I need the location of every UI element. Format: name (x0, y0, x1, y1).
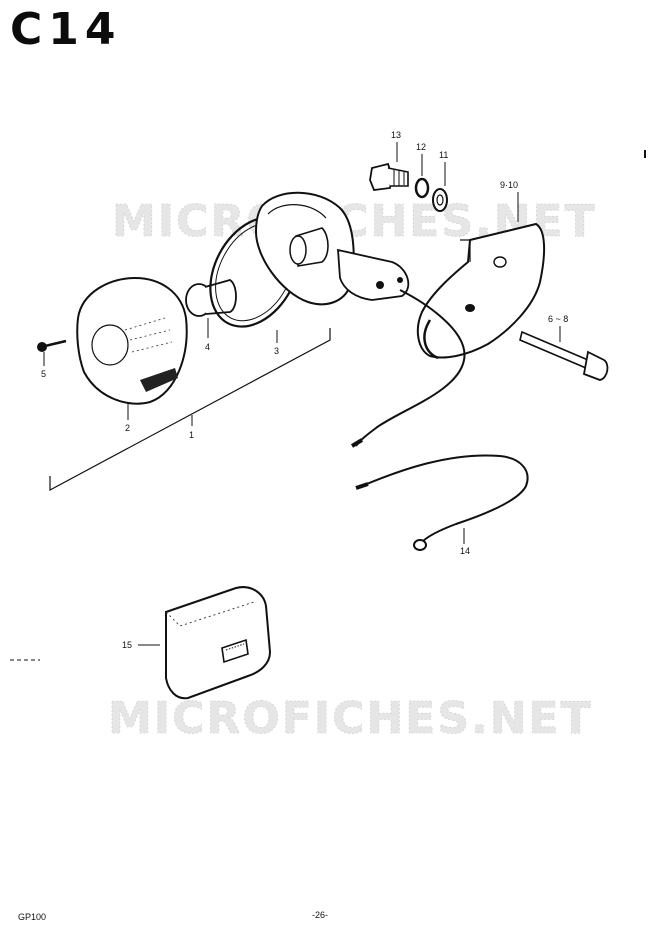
label-part-9-10: 9·10 (500, 180, 518, 190)
lens-screw (37, 339, 67, 366)
assembly-1-bracket (49, 328, 331, 492)
label-part-12: 12 (416, 142, 426, 152)
label-part-2: 2 (125, 423, 130, 433)
label-part-13: 13 (391, 130, 401, 140)
footer-model: GP100 (18, 912, 47, 922)
long-bolt (519, 326, 609, 381)
label-part-15: 15 (122, 640, 132, 650)
lock-washer (414, 154, 430, 199)
wire-connector-end (350, 438, 364, 448)
lamp-wire (355, 289, 466, 447)
label-part-6-8: 6 ~ 8 (548, 314, 568, 324)
flasher-relay (138, 586, 272, 700)
lamp-housing (254, 191, 410, 306)
label-part-11: 11 (439, 150, 448, 160)
label-part-4: 4 (205, 342, 210, 352)
page-title: C14 (10, 4, 122, 55)
turn-signal-lens (76, 276, 188, 420)
ground-wire (355, 454, 529, 551)
bolt (369, 142, 409, 191)
label-part-14: 14 (460, 546, 470, 556)
label-part-3: 3 (274, 346, 279, 356)
label-part-5: 5 (41, 369, 46, 379)
watermark-bottom: MICROFICHES.NET (108, 693, 593, 744)
label-part-1: 1 (189, 430, 194, 440)
footer-page-number: -26- (312, 910, 329, 920)
flat-washer (432, 162, 448, 212)
